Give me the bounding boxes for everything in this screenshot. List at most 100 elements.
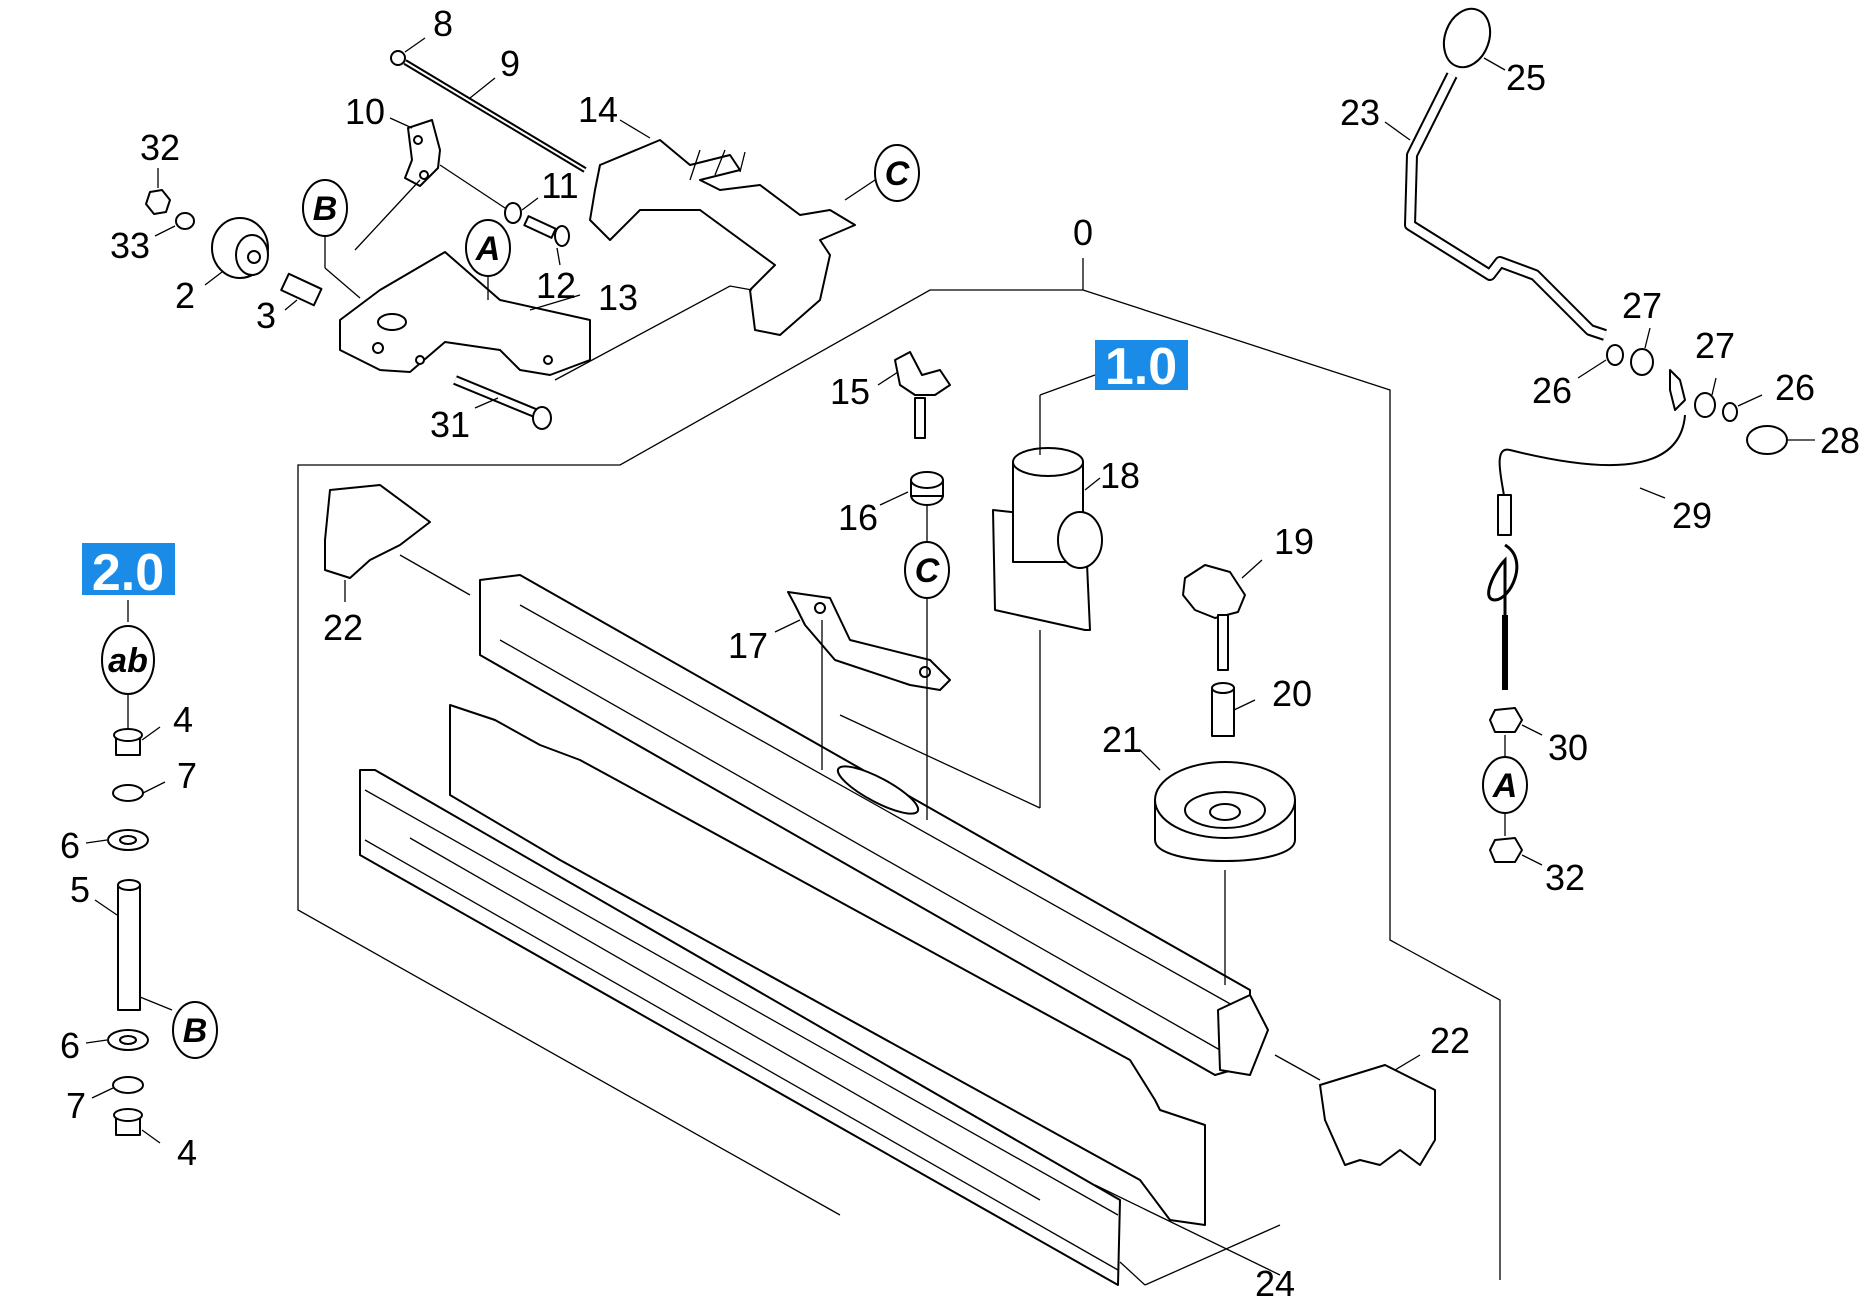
callout-10: 10	[345, 91, 413, 132]
nut	[390, 50, 406, 66]
callout-9: 9	[469, 43, 520, 99]
svg-text:27: 27	[1695, 325, 1735, 366]
callout-11: 11	[521, 165, 579, 211]
callout-27-right: 27	[1695, 325, 1735, 396]
lever-arm	[1404, 72, 1607, 341]
callout-3: 3	[256, 295, 298, 336]
support-bracket	[787, 591, 951, 691]
callout-12: 12	[536, 247, 576, 306]
callout-17: 17	[728, 619, 801, 666]
callout-33: 33	[110, 225, 176, 266]
star-knob	[1182, 564, 1246, 619]
svg-text:29: 29	[1672, 495, 1712, 536]
svg-text:13: 13	[598, 277, 638, 318]
svg-text:32: 32	[140, 127, 180, 168]
svg-text:15: 15	[830, 371, 870, 412]
svg-text:5: 5	[70, 869, 90, 910]
svg-text:22: 22	[1430, 1020, 1470, 1061]
callout-14: 14	[578, 89, 651, 139]
callout-29: 29	[1639, 487, 1712, 536]
svg-text:7: 7	[66, 1085, 86, 1126]
cable	[1498, 414, 1686, 506]
callout-20: 20	[1233, 673, 1312, 714]
badge-2-label: 2.0	[92, 544, 164, 602]
svg-text:20: 20	[1272, 673, 1312, 714]
svg-text:8: 8	[433, 3, 453, 44]
assembly-outline	[297, 289, 1083, 1216]
svg-text:32: 32	[1545, 857, 1585, 898]
callout-21: 21	[1102, 719, 1161, 771]
svg-text:ab: ab	[108, 642, 148, 680]
badge-2[interactable]: 2.0	[82, 543, 175, 602]
slotted-plate	[449, 704, 1206, 1226]
callout-28: 28	[1788, 420, 1860, 461]
svg-text:B: B	[183, 1012, 208, 1050]
callout-26-right: 26	[1737, 367, 1815, 408]
cap	[1746, 425, 1788, 455]
svg-text:12: 12	[536, 265, 576, 306]
lever	[589, 139, 856, 336]
svg-text:C: C	[915, 552, 940, 590]
svg-text:2: 2	[175, 275, 195, 316]
callout-25: 25	[1483, 57, 1546, 98]
svg-text:C: C	[885, 155, 910, 193]
svg-text:33: 33	[110, 225, 150, 266]
badge-1[interactable]: 1.0	[1095, 338, 1188, 396]
svg-text:4: 4	[177, 1132, 197, 1173]
callout-0: 0	[1073, 212, 1093, 253]
spacer-tube	[1211, 687, 1235, 737]
svg-text:B: B	[313, 190, 338, 228]
callout-32-right: 32	[1521, 854, 1585, 898]
svg-text:6: 6	[60, 825, 80, 866]
svg-text:10: 10	[345, 91, 385, 132]
ref-a-right: A	[1482, 756, 1528, 814]
ref-c-top: C	[874, 144, 920, 202]
ref-b-left: B	[172, 1001, 218, 1059]
svg-text:14: 14	[578, 89, 618, 130]
ref-b-top: B	[302, 179, 348, 237]
svg-text:31: 31	[430, 404, 470, 445]
callout-7-top: 7	[142, 755, 197, 796]
callout-4-bottom: 4	[141, 1129, 197, 1173]
svg-text:0: 0	[1073, 212, 1093, 253]
callout-2: 2	[175, 271, 223, 316]
callout-23: 23	[1340, 92, 1411, 141]
callout-6-bottom: 6	[60, 1025, 108, 1066]
callout-22-left: 22	[323, 580, 363, 648]
callout-4-top: 4	[141, 699, 193, 741]
svg-text:16: 16	[838, 497, 878, 538]
svg-text:A: A	[1492, 767, 1518, 805]
svg-text:18: 18	[1100, 455, 1140, 496]
callout-6-top: 6	[60, 825, 108, 866]
svg-text:17: 17	[728, 625, 768, 666]
assembly-outline-right	[1082, 289, 1501, 1280]
callout-8: 8	[404, 3, 453, 53]
badge-1-label: 1.0	[1105, 338, 1177, 396]
svg-text:28: 28	[1820, 420, 1860, 461]
callout-27-left: 27	[1622, 285, 1662, 349]
svg-text:22: 22	[323, 607, 363, 648]
callout-7-bottom: 7	[66, 1085, 114, 1126]
svg-text:7: 7	[177, 755, 197, 796]
callout-30: 30	[1521, 724, 1588, 768]
svg-text:25: 25	[1506, 57, 1546, 98]
callout-13: 13	[529, 277, 638, 318]
pin	[117, 884, 141, 1011]
callout-5: 5	[70, 869, 118, 916]
callout-15: 15	[830, 371, 899, 412]
badge-1-bg	[1095, 340, 1188, 390]
callout-32-top: 32	[140, 127, 180, 188]
wing-bolt	[894, 351, 951, 396]
callout-22-right: 22	[1394, 1020, 1470, 1071]
mount-bracket	[339, 251, 591, 376]
callout-24: 24	[1255, 1263, 1295, 1304]
end-cap-right	[1319, 1064, 1436, 1166]
callout-19: 19	[1241, 521, 1314, 579]
svg-text:30: 30	[1548, 727, 1588, 768]
svg-text:6: 6	[60, 1025, 80, 1066]
svg-text:23: 23	[1340, 92, 1380, 133]
ref-c-center: C	[904, 541, 950, 599]
svg-text:3: 3	[256, 295, 276, 336]
svg-text:21: 21	[1102, 719, 1142, 760]
